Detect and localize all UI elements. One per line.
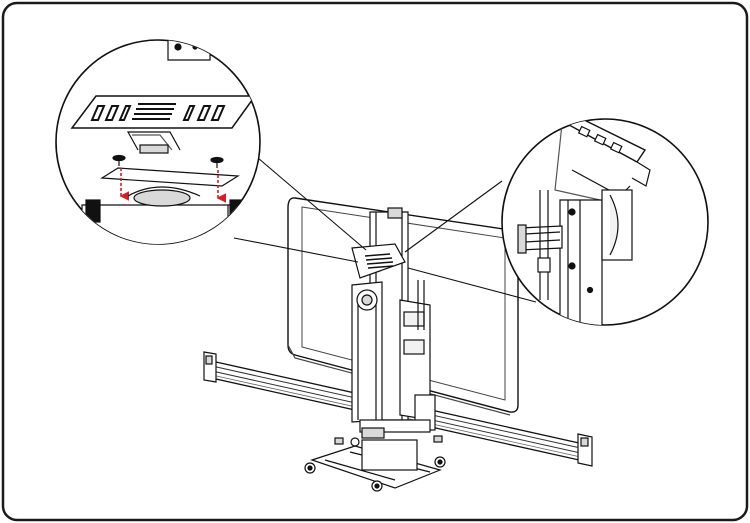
screw-icon bbox=[210, 156, 224, 168]
screw-icon bbox=[112, 154, 126, 166]
main-mounting-plate bbox=[351, 243, 406, 279]
clamp-bracket-detail bbox=[501, 118, 709, 326]
slotted-plate bbox=[70, 95, 257, 129]
callout-leaders bbox=[233, 157, 537, 303]
caster-base bbox=[304, 435, 446, 492]
main-assembly bbox=[203, 197, 593, 492]
mounting-plate-detail bbox=[55, 39, 261, 245]
